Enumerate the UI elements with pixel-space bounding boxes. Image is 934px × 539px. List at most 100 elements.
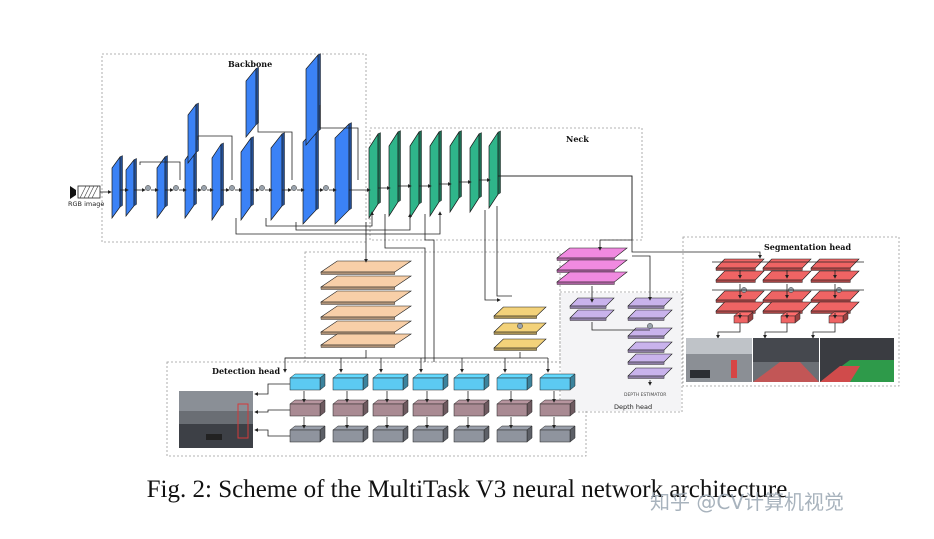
depth-estimator-label: DEPTH ESTIMATOR <box>624 392 666 398</box>
detection-neck-layer <box>320 305 412 320</box>
detection-neck-layer <box>320 275 412 290</box>
connection <box>283 350 367 373</box>
merge-node <box>145 185 151 191</box>
depth-frame <box>559 291 683 413</box>
backbone-layer <box>211 142 224 222</box>
neck-layer <box>449 130 462 214</box>
connection <box>139 161 181 180</box>
depth-layer <box>556 247 628 261</box>
depth-head-label: Depth head <box>614 403 652 411</box>
depth-layer <box>556 271 628 285</box>
architecture-diagram: Backbone Neck Segmentation head Detectio… <box>68 53 900 457</box>
depth-estimator-layer <box>627 341 673 353</box>
connection <box>254 409 290 414</box>
connection <box>484 210 501 302</box>
detection-obj-block <box>496 425 533 443</box>
backbone-layer <box>111 155 123 220</box>
detection-box-block <box>332 399 369 417</box>
merge-node <box>291 185 297 191</box>
detection-box-block <box>496 399 533 417</box>
depth-estimator-layer <box>569 309 615 321</box>
detection-neck-layer <box>320 260 412 275</box>
backbone-layer <box>302 126 319 225</box>
detection-neck-layer <box>320 320 412 335</box>
detection-box-block <box>372 399 409 417</box>
neck-label: Neck <box>566 134 589 144</box>
neck-layer <box>469 132 482 214</box>
depth-estimator-layer <box>627 367 673 379</box>
segmentation-layer <box>762 258 812 271</box>
segmentation-frame <box>682 236 900 387</box>
depth-estimator-layer <box>627 309 673 321</box>
detection-label: Detection head <box>212 366 280 376</box>
connection <box>496 206 512 297</box>
detection-box-block <box>412 399 449 417</box>
detection-box-block <box>539 399 576 417</box>
detection-obj-block <box>453 425 490 443</box>
detection-class-block <box>289 373 326 391</box>
backbone-frame <box>101 53 367 243</box>
detection-class-block <box>332 373 369 391</box>
segmentation-layer <box>715 258 765 271</box>
merge-node <box>229 185 235 191</box>
merge-node <box>323 185 329 191</box>
connection <box>498 175 633 251</box>
segmentation-layer <box>810 301 860 314</box>
watermark: 知乎 @CV计算机视觉 <box>650 490 845 514</box>
backbone-layer <box>334 122 352 225</box>
detection-obj-block <box>332 425 369 443</box>
segmentation-output <box>780 311 801 324</box>
connection <box>257 110 293 180</box>
yolo-branch-layer <box>493 338 547 351</box>
segmentation-label: Segmentation head <box>764 242 851 252</box>
depth-layer <box>556 259 628 273</box>
connection <box>254 428 290 437</box>
depth-estimator-layer <box>627 297 673 309</box>
merge-node <box>201 185 207 191</box>
yolo-branch-layer <box>493 306 547 319</box>
backbone-layer <box>270 132 285 222</box>
connection <box>295 213 412 231</box>
connection <box>319 105 359 180</box>
neck-layer <box>368 132 381 220</box>
detection-class-block <box>539 373 576 391</box>
figure-caption: Fig. 2: Scheme of the MultiTask V3 neura… <box>146 476 788 503</box>
merge-node <box>259 185 265 191</box>
backbone-layer <box>305 53 321 146</box>
connection <box>235 211 442 235</box>
depth-estimator-layer <box>627 353 673 365</box>
backbone-layer <box>125 157 137 218</box>
segmentation-layer <box>715 301 765 314</box>
neck-layer <box>488 130 501 210</box>
detection-obj-block <box>412 425 449 443</box>
rgb-image-label: RGB image <box>68 200 104 208</box>
segmentation-output <box>733 311 754 324</box>
camera-icon <box>70 186 76 199</box>
segmentation-output <box>828 311 849 324</box>
merge-node <box>647 323 653 329</box>
connection <box>763 323 788 339</box>
connection <box>811 323 836 339</box>
neck-layer <box>388 130 401 218</box>
detection-class-block <box>496 373 533 391</box>
merge-node <box>173 185 179 191</box>
detection-sample-image <box>179 391 253 448</box>
connection <box>384 214 426 362</box>
detection-class-block <box>412 373 449 391</box>
backbone-label: Backbone <box>228 59 272 69</box>
detection-obj-block <box>539 425 576 443</box>
detection-neck-layer <box>320 333 412 348</box>
connection <box>424 214 435 362</box>
detection-obj-block <box>372 425 409 443</box>
segmentation-sample-images <box>686 338 894 382</box>
detection-class-block <box>372 373 409 391</box>
neck-layer <box>409 130 422 220</box>
connection <box>197 135 233 180</box>
connection <box>591 322 650 331</box>
connection <box>498 175 762 259</box>
connection <box>716 323 741 339</box>
segmentation-layer <box>810 258 860 271</box>
detection-box-block <box>289 399 326 417</box>
backbone-layer <box>156 155 168 220</box>
detection-neck-layer <box>320 290 412 305</box>
